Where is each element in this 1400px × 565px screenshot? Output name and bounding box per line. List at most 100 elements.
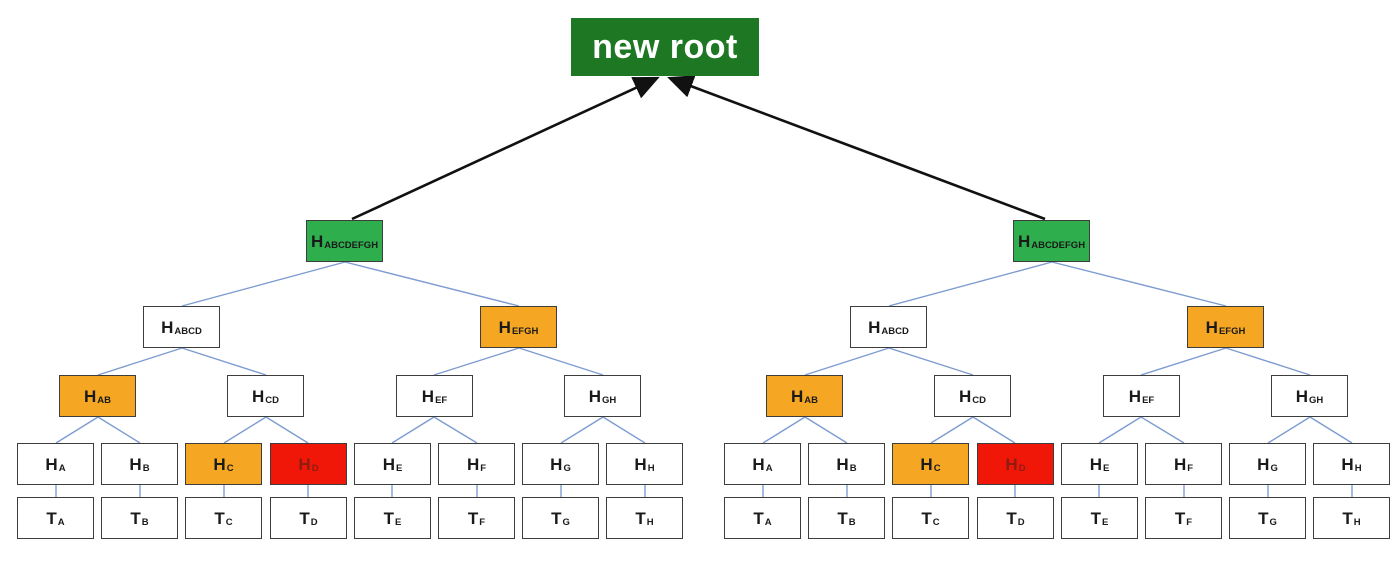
hash-label: H [1128, 386, 1142, 406]
hash-label-sub: AB [97, 395, 111, 407]
hash-label-sub: ABCDEFGH [324, 240, 379, 252]
hash-label-sub: E [1102, 463, 1110, 475]
block-label-sub: F [1186, 517, 1193, 529]
block-label: T [1090, 508, 1102, 528]
hash-label: H [1017, 231, 1031, 251]
hash-label: H [752, 454, 765, 474]
hash-label-sub: B [849, 463, 857, 475]
hash-label: H [83, 386, 97, 406]
hash-label-sub: A [58, 463, 66, 475]
hash-label: H [1295, 386, 1309, 406]
block-label-sub: D [1017, 517, 1025, 529]
block-label-sub: D [310, 517, 318, 529]
hash-label-sub: H [1354, 463, 1362, 475]
hash-label: H [1257, 454, 1270, 474]
hash-label: H [298, 454, 311, 474]
hash-label-sub: G [563, 463, 571, 475]
block-label: T [635, 508, 646, 528]
hash-label-sub: EFGH [511, 326, 539, 338]
block-label: T [1174, 508, 1186, 528]
hash-label-sub: EF [1142, 395, 1155, 407]
block-label: T [214, 508, 225, 528]
hash-label-sub: H [647, 463, 655, 475]
hash-label: H [45, 454, 58, 474]
root-arrows [351, 75, 1046, 221]
hash-label: H [1341, 454, 1354, 474]
hash-label: H [1205, 317, 1218, 337]
block-label: T [1006, 508, 1017, 528]
hash-label-sub: ABCDEFGH [1031, 240, 1086, 252]
hash-label: H [129, 454, 142, 474]
hash-label: H [550, 454, 563, 474]
block-label-sub: F [479, 517, 486, 529]
block-label-sub: C [225, 517, 233, 529]
hash-label-sub: F [480, 463, 487, 475]
block-label-sub: G [1269, 517, 1277, 529]
block-label: T [837, 508, 848, 528]
hash-label-sub: D [1018, 463, 1026, 475]
block-label-sub: B [848, 517, 856, 529]
hash-label: H [251, 386, 265, 406]
hash-label: H [920, 454, 933, 474]
block-label: T [130, 508, 141, 528]
hash-label-sub: CD [265, 395, 279, 407]
hash-label-sub: EF [435, 395, 448, 407]
hash-label: H [310, 231, 324, 251]
block-label: T [1342, 508, 1353, 528]
hash-label: H [213, 454, 226, 474]
hash-label-sub: AB [804, 395, 818, 407]
block-label-sub: E [395, 517, 402, 529]
hash-label-sub: ABCD [881, 326, 909, 338]
new-root-label: new root [592, 27, 738, 66]
new-root-box: new root [571, 18, 759, 76]
hash-label-sub: D [311, 463, 319, 475]
hash-label-sub: ABCD [174, 326, 202, 338]
block-label-sub: A [764, 517, 772, 529]
hash-label-sub: F [1187, 463, 1194, 475]
hash-label: H [382, 454, 395, 474]
hash-label-sub: C [226, 463, 234, 475]
hash-label: H [161, 317, 174, 337]
block-label-sub: C [932, 517, 940, 529]
tree-connectors-left [55, 261, 646, 497]
hash-label-sub: E [395, 463, 403, 475]
block-label: T [467, 508, 479, 528]
block-label-sub: H [646, 517, 654, 529]
hash-label: H [466, 454, 480, 474]
hash-label: H [836, 454, 849, 474]
